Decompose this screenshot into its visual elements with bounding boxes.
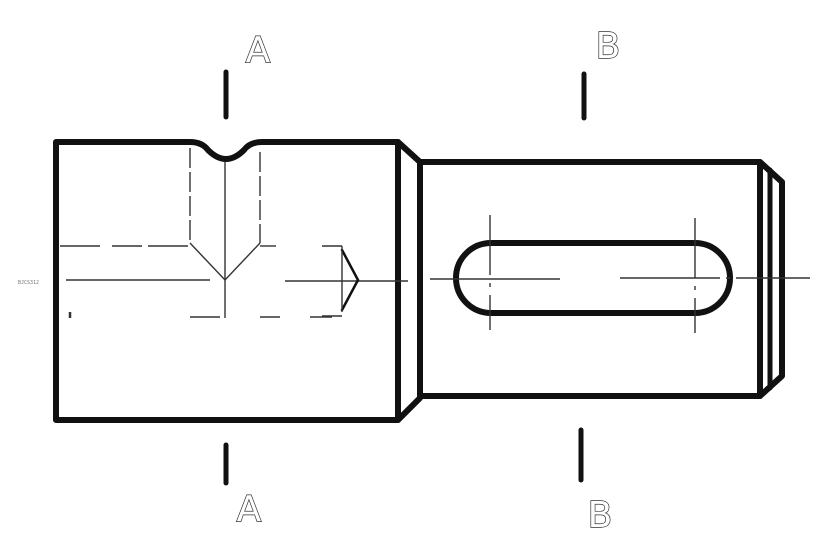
shoulder-chamfer bbox=[395, 139, 423, 423]
section-label-b-top: B bbox=[596, 26, 621, 67]
margin-note: BJCS312 bbox=[18, 280, 39, 286]
left-shaft-outline bbox=[53, 139, 401, 423]
section-label-a-top: A bbox=[246, 30, 271, 71]
hole-cone bbox=[189, 242, 261, 282]
drill-point-marker bbox=[340, 248, 360, 312]
section-label-b-bottom: B bbox=[588, 495, 613, 536]
right-shaft-outline bbox=[417, 159, 763, 399]
section-label-a-bottom: A bbox=[237, 489, 262, 530]
